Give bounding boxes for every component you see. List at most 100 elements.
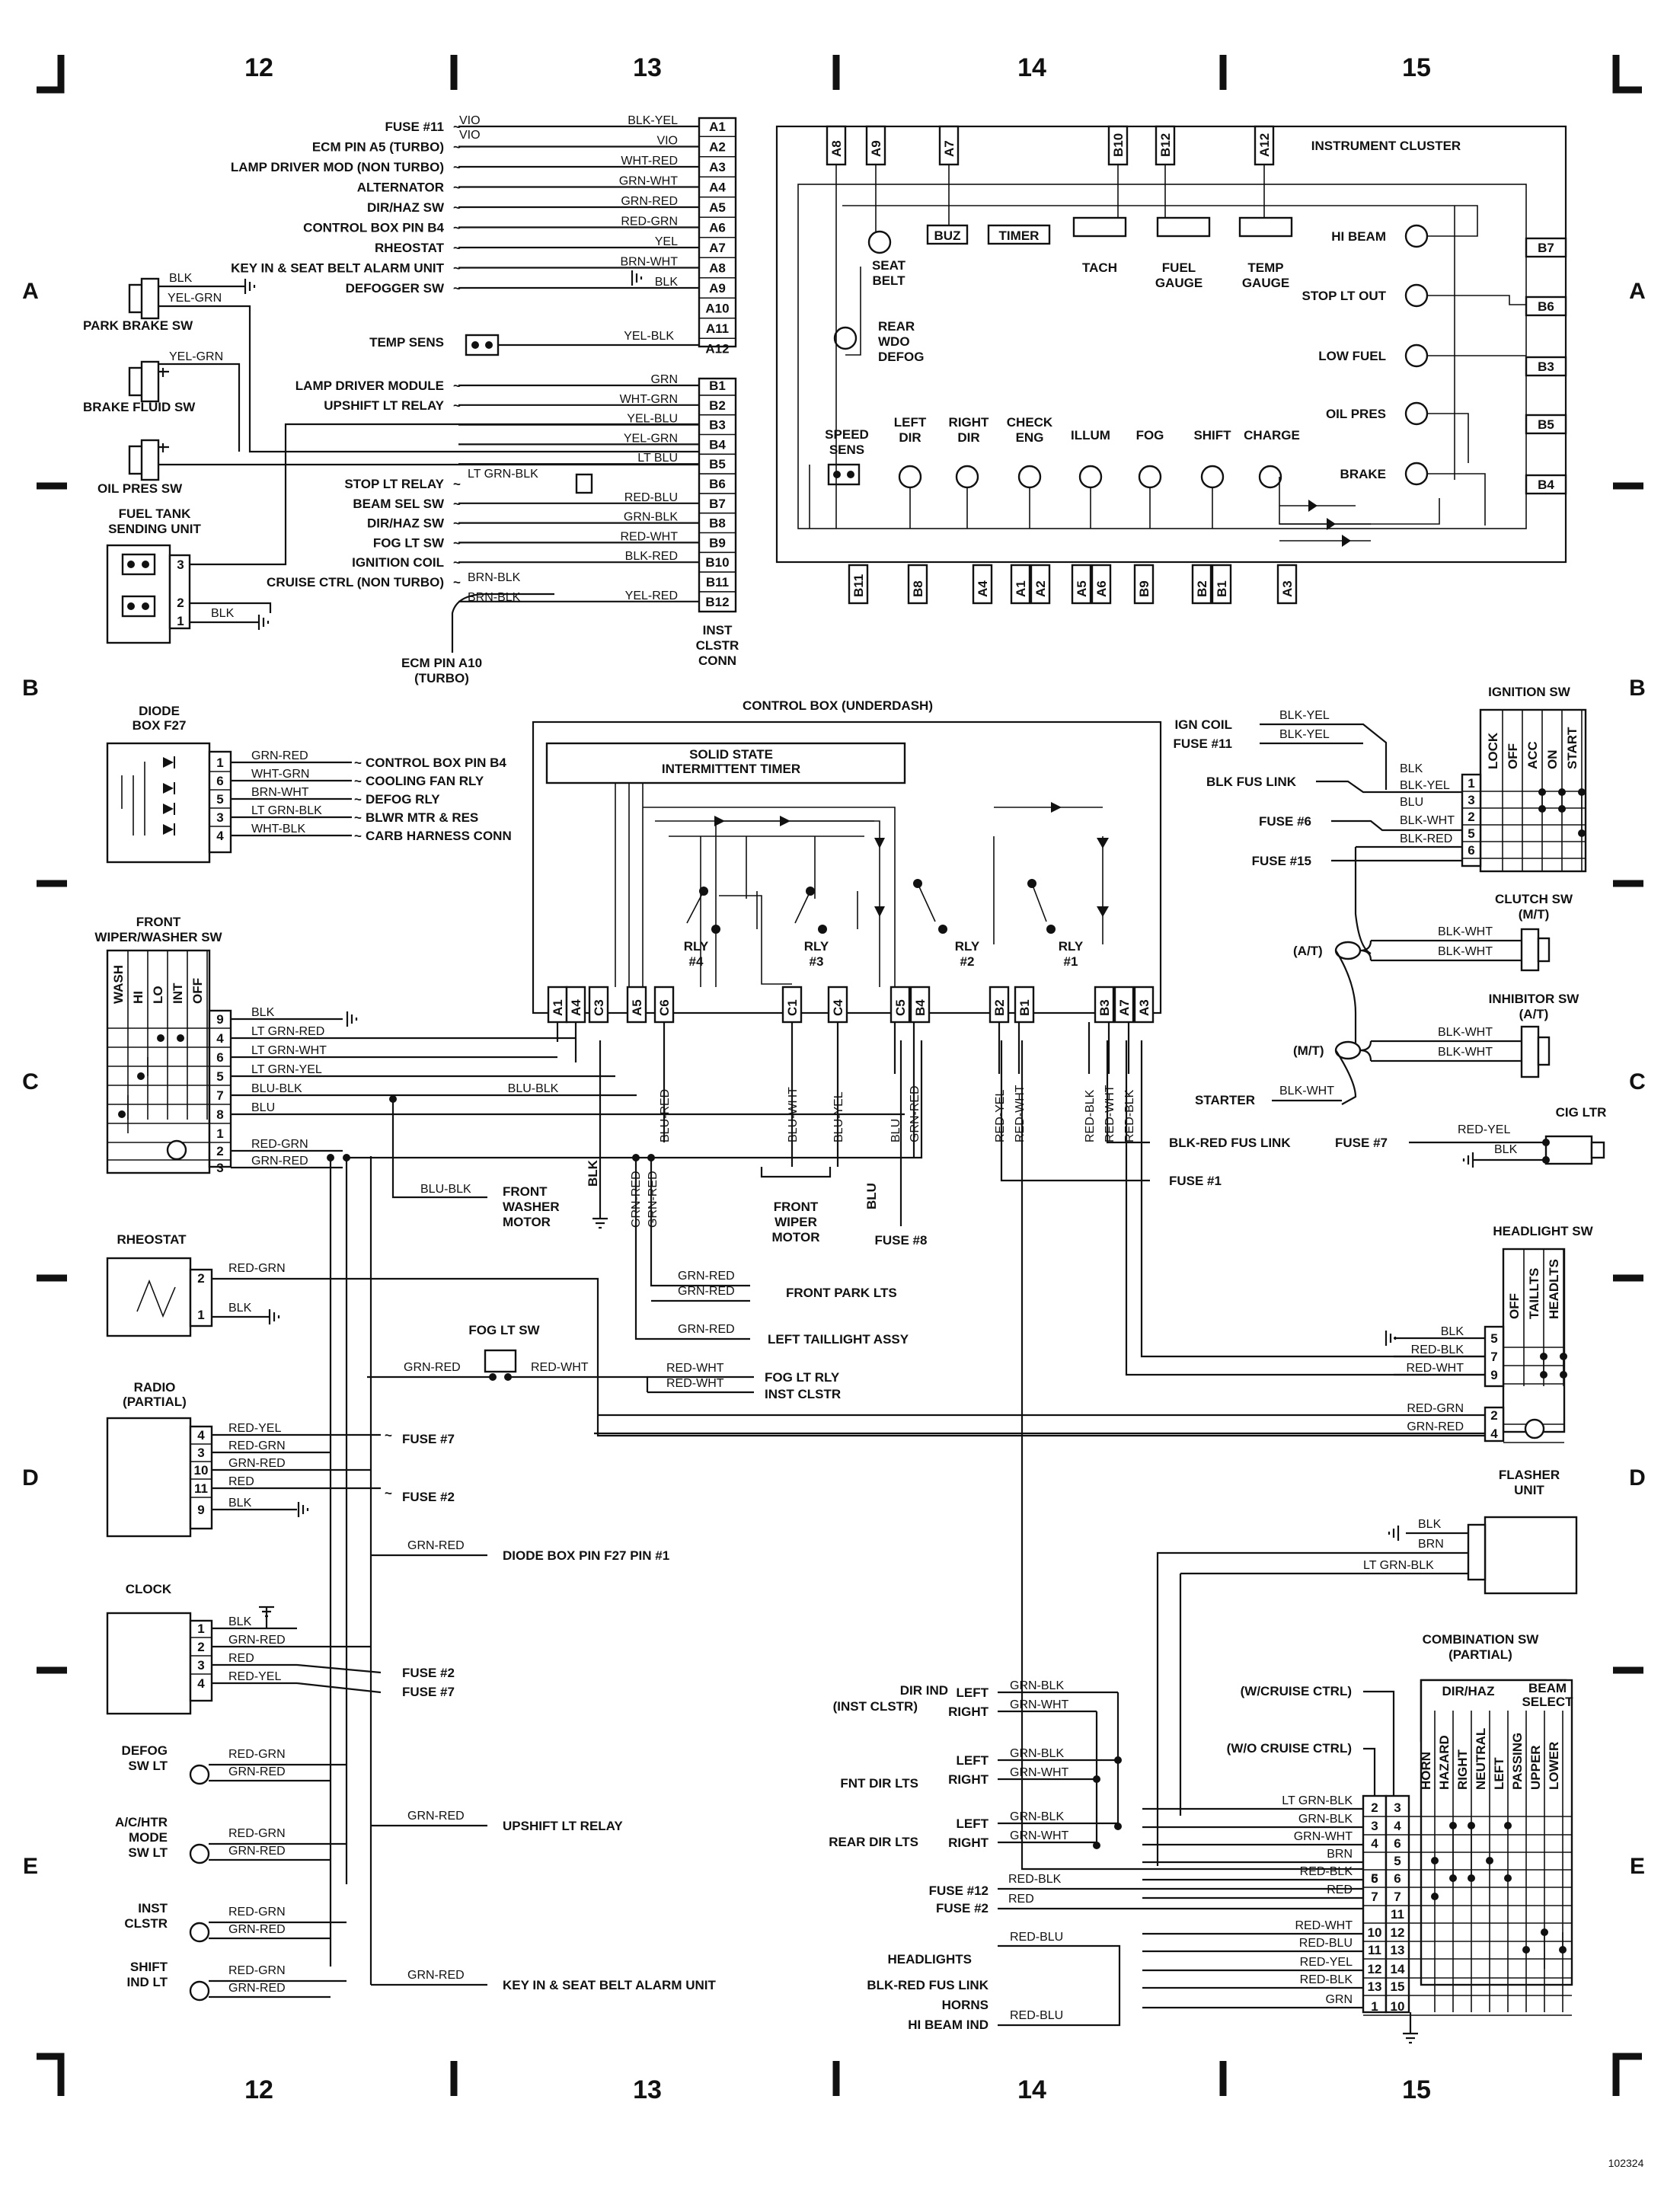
dir-wire: GRN-WHT (1010, 1698, 1069, 1711)
splice-dot (177, 1034, 184, 1042)
starter-wire: BLK-WHT (1279, 1085, 1334, 1098)
control-pin-box (653, 986, 675, 1024)
hl-pin: 5 (1490, 1331, 1497, 1346)
radio-wire: GRN-RED (228, 1457, 286, 1470)
ground-symbol (1385, 1331, 1397, 1346)
f12-wire: RED-BLK (1008, 1873, 1062, 1886)
hl-wire: RED-BLU (1010, 1931, 1063, 1944)
ign-wire: BLK (1400, 762, 1423, 775)
flasher-title: FLASHER (1499, 1468, 1560, 1482)
cluster-pin-box (907, 564, 928, 605)
wiper-sw-title: WIPER/WASHER SW (94, 930, 222, 944)
wire-break: ~ (453, 398, 461, 413)
radio-wire: BLK (228, 1497, 252, 1510)
tail-wire: GRN-RED (678, 1323, 735, 1336)
clutch-title: CLUTCH SW (1495, 892, 1573, 906)
wire-color: YEL-RED (625, 589, 678, 602)
washer-motor-label: MOTOR (503, 1215, 551, 1229)
combo-col: HAZARD (1437, 1735, 1452, 1790)
rear-wdo-label: WDO (878, 334, 910, 349)
inhibitor-title: INHIBITOR SW (1489, 992, 1580, 1006)
diode-pin: 5 (216, 792, 223, 807)
wire-color: WHT-RED (621, 155, 678, 168)
clock-wire: RED (228, 1652, 254, 1665)
control-pin: B3 (1097, 999, 1112, 1016)
combo-pin: 2 (1371, 1800, 1378, 1815)
cig-wire: BLK (1494, 1143, 1518, 1156)
wire-break: ~ (453, 181, 461, 195)
combo-pin: 11 (1391, 1907, 1404, 1922)
col-label-top: 14 (1017, 53, 1046, 82)
rheo-pin: 2 (197, 1271, 204, 1286)
light-wire: RED-GRN (228, 1964, 286, 1977)
connector-pin: A11 (706, 321, 729, 336)
connector-label: LAMP DRIVER MOD (NON TURBO) (231, 160, 444, 174)
fog-wire-out: RED-WHT (531, 1361, 589, 1374)
rear-dir-label: REAR DIR LTS (829, 1835, 918, 1849)
cluster-pin: A4 (976, 580, 990, 597)
combo-pin: 10 (1391, 1999, 1405, 2014)
wiper-wire: BLK (251, 1006, 275, 1019)
connector-pin: B7 (709, 497, 726, 511)
cluster-pin-box (938, 125, 960, 166)
cluster-pin-box (1525, 296, 1567, 317)
wire (296, 1682, 382, 1694)
wire-color: VIO (656, 135, 678, 148)
cluster-pin-box (848, 564, 869, 605)
vio-tag: VIO (459, 129, 481, 142)
inhibitor-wire: BLK-WHT (1438, 1026, 1493, 1039)
control-pin: C6 (657, 999, 672, 1016)
cluster-pin: B9 (1137, 580, 1151, 597)
diode-dest: CARB HARNESS CONN (366, 829, 512, 843)
wire-color: GRN (650, 373, 678, 386)
clock-wire: BLK (228, 1615, 252, 1628)
wire-break: ~ (453, 200, 461, 215)
ign-wire: BLK-RED (1400, 832, 1452, 845)
wiper-wire: LT GRN-RED (251, 1025, 324, 1038)
diode-wire: BRN-WHT (251, 786, 309, 799)
wire-color: BRN-WHT (620, 256, 678, 269)
cluster-pin-box (1071, 564, 1092, 605)
wiper-pin: 1 (216, 1126, 223, 1141)
hl-wire: RED-BLK (1411, 1344, 1464, 1356)
wiper-motor-label: WIPER (775, 1215, 817, 1229)
hl-pin: 9 (1490, 1368, 1497, 1382)
clock-pin: 1 (197, 1621, 204, 1636)
cluster-pin: A2 (1033, 580, 1048, 597)
diode-box-title: DIODE (139, 704, 180, 718)
connector-pin: B4 (709, 437, 726, 452)
diode-box-title: BOX F27 (133, 718, 187, 733)
light-label: SW LT (128, 1845, 168, 1860)
cluster-pin: A3 (1280, 580, 1295, 597)
clock-pin: 3 (197, 1658, 204, 1673)
splice-dot (1431, 1893, 1439, 1900)
control-wire: BLU-YEL (832, 1091, 845, 1142)
splice-dot (389, 1095, 397, 1103)
splice-dot (157, 1034, 164, 1042)
flasher-wire: BRN (1418, 1538, 1444, 1551)
wire-break: ~ (354, 829, 362, 843)
cluster-pin: B2 (1195, 580, 1209, 597)
light-label: MODE (129, 1830, 168, 1845)
rheo-pin: 1 (197, 1308, 204, 1322)
ign-wire: BLU (1400, 796, 1423, 809)
fuel-tank-label: FUEL TANK (119, 506, 191, 521)
wire-break: ~ (453, 379, 461, 393)
splice-dot (1093, 1842, 1100, 1849)
inst-conn-label: INST (703, 623, 733, 637)
diode-wire: LT GRN-BLK (251, 804, 322, 817)
light-label: DEFOG (122, 1743, 168, 1758)
control-pin: B4 (913, 999, 928, 1016)
relay-label: #4 (689, 954, 704, 969)
wiper-pin: 6 (216, 1050, 223, 1065)
wire-break: ~ (453, 120, 461, 134)
fog-label: FOG (1136, 428, 1164, 443)
fuse2-label: FUSE #2 (936, 1901, 989, 1915)
row-label-left: A (22, 279, 39, 304)
w-cruise: (W/CRUISE CTRL) (1241, 1684, 1352, 1698)
rear-wdo-label: REAR (878, 319, 915, 334)
combo-pin: 6 (1371, 1871, 1378, 1886)
